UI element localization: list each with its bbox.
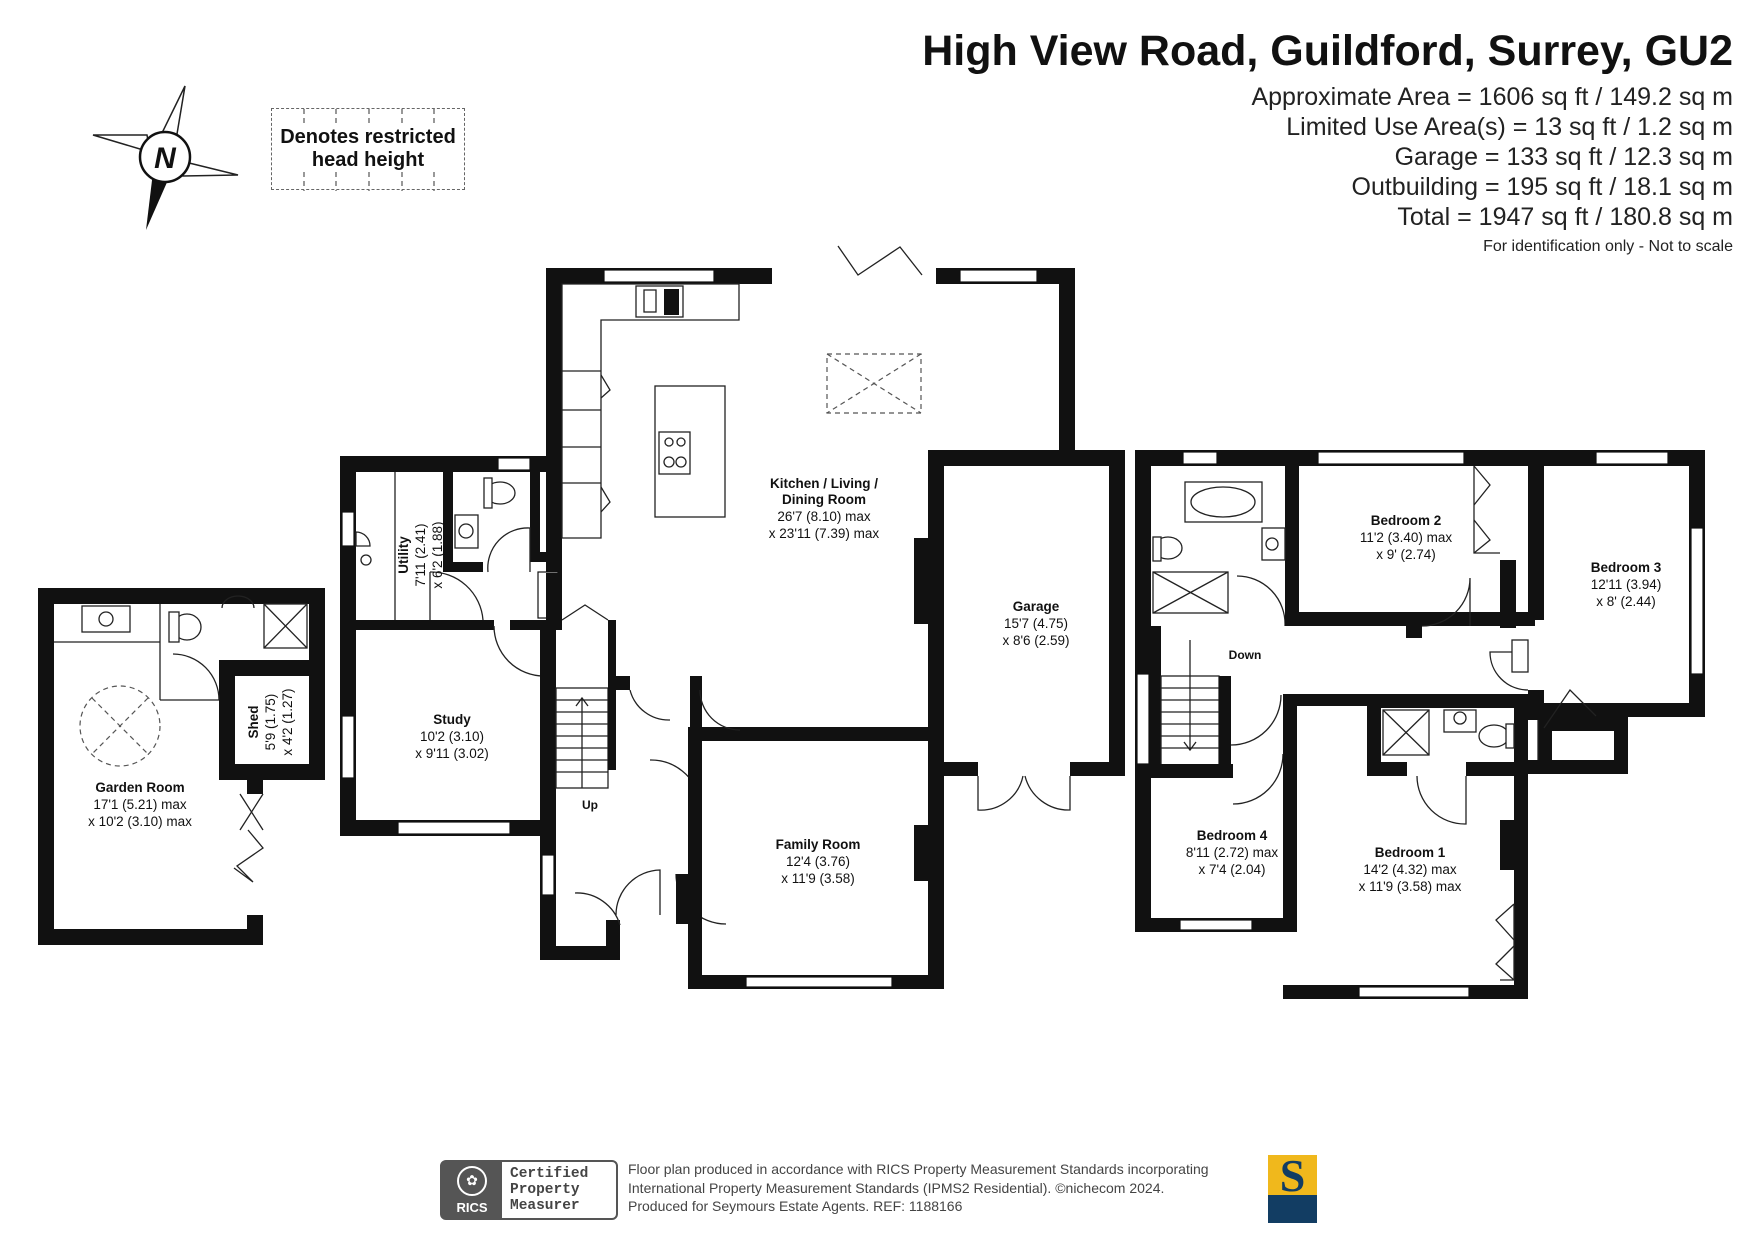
- outbuilding: [38, 588, 325, 945]
- outbuilding-area: Outbuilding = 195 sq ft / 18.1 sq m: [1351, 173, 1733, 201]
- bedroom-2-dim1: 11'2 (3.40) max: [1360, 530, 1453, 545]
- footer-note: Floor plan produced in accordance with R…: [628, 1160, 1209, 1216]
- garden-room-dim2: x 10'2 (3.10) max: [88, 814, 192, 829]
- study-label: Study: [433, 712, 471, 727]
- legend-text: Denotes restricted head height: [278, 126, 458, 172]
- approximate-area: Approximate Area = 1606 sq ft / 149.2 sq…: [1251, 83, 1733, 111]
- cert-line-3: Measurer: [510, 1198, 580, 1214]
- cert-line-1: Certified: [510, 1166, 589, 1182]
- nichecom-brand: nichecom: [1065, 1179, 1126, 1196]
- bedroom-3-dim2: x 8' (2.44): [1596, 594, 1656, 609]
- first-floor: [1135, 450, 1705, 999]
- garden-room-dim1: 17'1 (5.21) max: [93, 797, 187, 812]
- utility-label: Utility: [396, 536, 411, 574]
- disclaimer: For identification only - Not to scale: [1483, 238, 1733, 255]
- header: High View Road, Guildford, Surrey, GU2 A…: [922, 26, 1733, 260]
- compass-north-label: N: [154, 142, 177, 175]
- stairs-up-label: Up: [582, 798, 598, 812]
- garage-area: Garage = 133 sq ft / 12.3 sq m: [1394, 143, 1733, 171]
- bedroom-3-label: Bedroom 3: [1591, 560, 1662, 575]
- limited-use-area: Limited Use Area(s) = 13 sq ft / 1.2 sq …: [1286, 113, 1733, 141]
- utility-dim2: x 6'2 (1.88): [430, 521, 445, 588]
- bedroom-1-dim1: 14'2 (4.32) max: [1363, 862, 1457, 877]
- bedroom-2-dim2: x 9' (2.74): [1376, 547, 1436, 562]
- family-room-dim2: x 11'9 (3.58): [781, 871, 855, 886]
- stairs-down-label: Down: [1229, 648, 1262, 662]
- bedroom-4-dim1: 8'11 (2.72) max: [1186, 845, 1279, 860]
- shed-dim2: x 4'2 (1.27): [280, 688, 295, 755]
- bedroom-1-dim2: x 11'9 (3.58) max: [1359, 879, 1462, 894]
- restricted-height-legend: Denotes restricted head height: [271, 108, 465, 191]
- garage-dim2: x 8'6 (2.59): [1002, 633, 1069, 648]
- kitchen-label-2: Dining Room: [782, 492, 866, 507]
- footer-line-2: International Property Measurement Stand…: [628, 1179, 1209, 1198]
- agent-logo-letter: S: [1268, 1150, 1317, 1201]
- shed-label: Shed: [246, 705, 261, 738]
- utility-dim1: 7'11 (2.41): [413, 523, 428, 586]
- utility-label-group: Utility 7'11 (2.41) x 6'2 (1.88): [396, 521, 445, 588]
- legend-line-2: head height: [311, 149, 425, 171]
- garage-label: Garage: [1013, 599, 1060, 614]
- agent-logo: S: [1268, 1150, 1317, 1223]
- footer-line-2a: International Property Measurement Stand…: [628, 1179, 1066, 1196]
- bedroom-2-label: Bedroom 2: [1371, 513, 1442, 528]
- shed-label-group: Shed 5'9 (1.75) x 4'2 (1.27): [246, 688, 295, 755]
- property-title: High View Road, Guildford, Surrey, GU2: [922, 27, 1733, 75]
- rics-text: RICS: [456, 1199, 488, 1215]
- agent-logo-base: [1268, 1195, 1317, 1223]
- room-labels: Garden Room 17'1 (5.21) max x 10'2 (3.10…: [88, 476, 1662, 894]
- ground-floor: [340, 245, 1125, 989]
- rics-certified-badge: ✿ RICS Certified Property Measurer: [440, 1160, 618, 1220]
- garden-room-label: Garden Room: [95, 780, 184, 795]
- compass-icon: N: [92, 85, 239, 230]
- family-room-label: Family Room: [776, 837, 861, 852]
- study-dim1: 10'2 (3.10): [420, 729, 484, 744]
- cert-line-2: Property: [510, 1182, 580, 1198]
- kitchen-dim1: 26'7 (8.10) max: [777, 509, 871, 524]
- shed-dim1: 5'9 (1.75): [263, 694, 278, 751]
- bedroom-4-dim2: x 7'4 (2.04): [1198, 862, 1265, 877]
- rics-seal-icon: ✿: [457, 1165, 487, 1196]
- footer-line-1: Floor plan produced in accordance with R…: [628, 1161, 1209, 1177]
- family-room-dim1: 12'4 (3.76): [786, 854, 850, 869]
- bedroom-1-label: Bedroom 1: [1375, 845, 1446, 860]
- bedroom-3-dim1: 12'11 (3.94): [1591, 577, 1662, 592]
- rics-logo: ✿ RICS: [442, 1162, 502, 1218]
- kitchen-dim2: x 23'11 (7.39) max: [769, 526, 880, 541]
- footer-line-3: Produced for Seymours Estate Agents. REF…: [628, 1198, 963, 1214]
- legend-line-1: Denotes restricted: [280, 126, 456, 148]
- study-dim2: x 9'11 (3.02): [415, 746, 489, 761]
- kitchen-label-1: Kitchen / Living /: [770, 476, 878, 491]
- bedroom-4-label: Bedroom 4: [1197, 828, 1268, 843]
- footer-line-2c: 2024.: [1125, 1179, 1165, 1196]
- total-area: Total = 1947 sq ft / 180.8 sq m: [1397, 203, 1733, 231]
- certified-measurer-text: Certified Property Measurer: [502, 1162, 596, 1218]
- garage-dim1: 15'7 (4.75): [1004, 616, 1068, 631]
